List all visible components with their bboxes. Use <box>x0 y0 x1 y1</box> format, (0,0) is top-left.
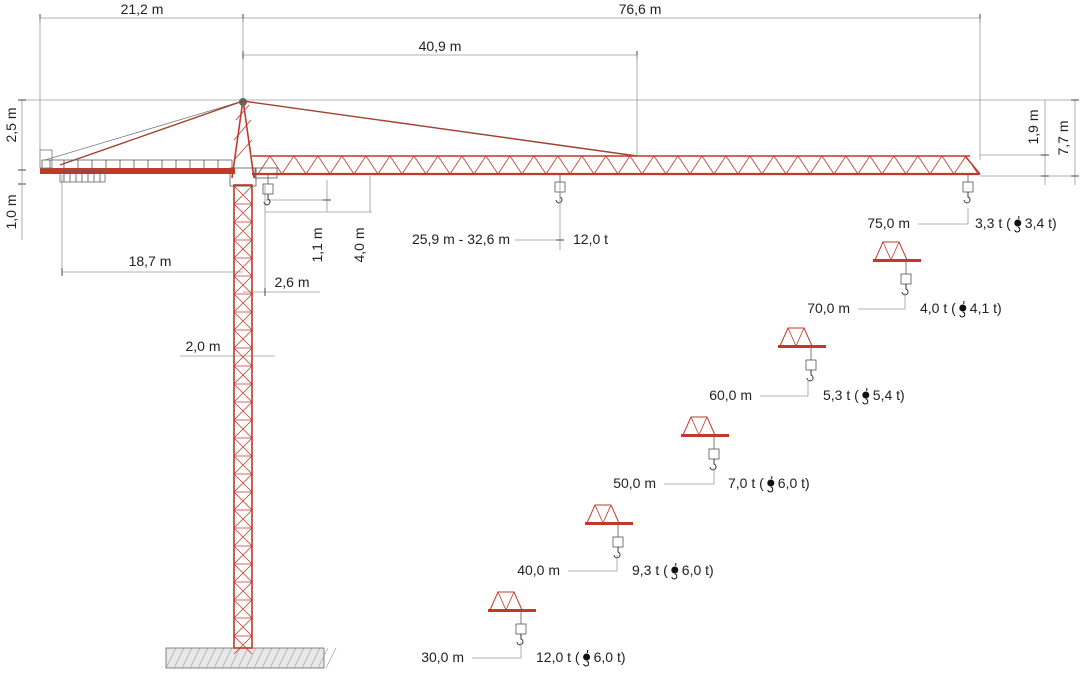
tower-head <box>229 98 257 187</box>
max-load-range: 25,9 m - 32,6 m <box>412 231 510 247</box>
hook-icon <box>1014 216 1022 233</box>
dim-counter-jib-length: 21,2 m <box>121 1 164 17</box>
load-radius: 75,0 m <box>867 215 910 231</box>
pendant-ties <box>44 100 638 166</box>
load-capacity: 9,3 t ( <box>632 562 668 578</box>
load-capacity-alt: 3,4 t) <box>1025 215 1057 231</box>
max-load-annotation: 25,9 m - 32,6 m 12,0 t <box>412 182 608 250</box>
jib-end-detail <box>488 591 536 646</box>
foundation <box>165 647 337 669</box>
load-row: 75,0 m 3,3 t ( 3,4 t) <box>867 208 1057 233</box>
load-radius: 50,0 m <box>613 475 656 491</box>
hook-drop-dimensions: 1,1 m 4,0 m <box>265 176 372 263</box>
dim-trolley-offset: 2,6 m <box>274 274 309 290</box>
load-capacity-alt: 6,0 t) <box>778 475 810 491</box>
tower-mast <box>233 184 253 655</box>
dim-jib-depth: 1,9 m <box>1025 109 1041 144</box>
left-dimensions: 2,5 m 1,0 m 18,7 m 2,6 m 2,0 m <box>3 99 320 357</box>
jib-end-detail <box>585 504 633 559</box>
dim-apex-height: 2,5 m <box>3 107 19 142</box>
hook-icon <box>962 174 974 204</box>
hook-icon <box>862 388 870 405</box>
load-capacity-alt: 5,4 t) <box>873 387 905 403</box>
hook-icon <box>612 525 624 559</box>
load-capacity: 12,0 t ( <box>536 649 580 665</box>
load-radius: 30,0 m <box>421 649 464 665</box>
load-capacity: 4,0 t ( <box>920 300 956 316</box>
hook-icon <box>671 563 679 580</box>
load-radius: 40,0 m <box>517 562 560 578</box>
dim-total-head-height: 7,7 m <box>1055 120 1071 155</box>
max-load-value: 12,0 t <box>573 231 608 247</box>
jib-end-detail <box>681 416 729 471</box>
dim-mast-width: 2,0 m <box>185 338 220 354</box>
jib-end-detail <box>873 241 921 296</box>
hook-icon <box>959 301 967 318</box>
hook-icon <box>262 174 274 206</box>
dim-hook-drop-2: 4,0 m <box>351 227 367 262</box>
hook-icon <box>767 476 775 493</box>
load-capacity: 7,0 t ( <box>728 475 764 491</box>
dim-hook-drop-1: 1,1 m <box>309 227 325 262</box>
load-row: 70,0 m 4,0 t ( 4,1 t) <box>807 241 1002 318</box>
dim-counter-jib-radius: 18,7 m <box>129 253 172 269</box>
load-radius: 60,0 m <box>709 387 752 403</box>
counter-jib <box>39 149 235 183</box>
load-row: 60,0 m 5,3 t ( 5,4 t) <box>709 327 905 405</box>
hook-icon <box>708 437 720 471</box>
load-row: 40,0 m 9,3 t ( 6,0 t) <box>517 504 714 580</box>
load-row: 30,0 m 12,0 t ( 6,0 t) <box>421 591 626 667</box>
dim-jib-length: 76,6 m <box>619 1 662 17</box>
dim-counter-jib-offset: 1,0 m <box>3 194 19 229</box>
hook-icon <box>805 348 817 382</box>
dim-tie-point: 40,9 m <box>419 38 462 54</box>
load-capacity: 5,3 t ( <box>823 387 859 403</box>
hook-icon <box>900 262 912 296</box>
jib-end-detail <box>778 327 826 382</box>
top-dimensions: 21,2 m 76,6 m 40,9 m <box>39 1 981 160</box>
load-radius: 70,0 m <box>807 300 850 316</box>
load-table: 75,0 m 3,3 t ( 3,4 t) 70,0 m 4,0 t ( 4,1 t) 60… <box>421 208 1057 667</box>
hook-icon <box>583 650 591 667</box>
load-capacity: 3,3 t ( <box>975 215 1011 231</box>
load-row: 50,0 m 7,0 t ( 6,0 t) <box>613 416 810 493</box>
hook-icon <box>515 612 527 646</box>
jib-hooks <box>262 174 974 206</box>
load-capacity-alt: 6,0 t) <box>682 562 714 578</box>
right-dimensions: 1,9 m 7,7 m <box>243 99 1079 185</box>
load-capacity-alt: 6,0 t) <box>594 649 626 665</box>
load-capacity-alt: 4,1 t) <box>970 300 1002 316</box>
main-jib <box>252 155 981 179</box>
